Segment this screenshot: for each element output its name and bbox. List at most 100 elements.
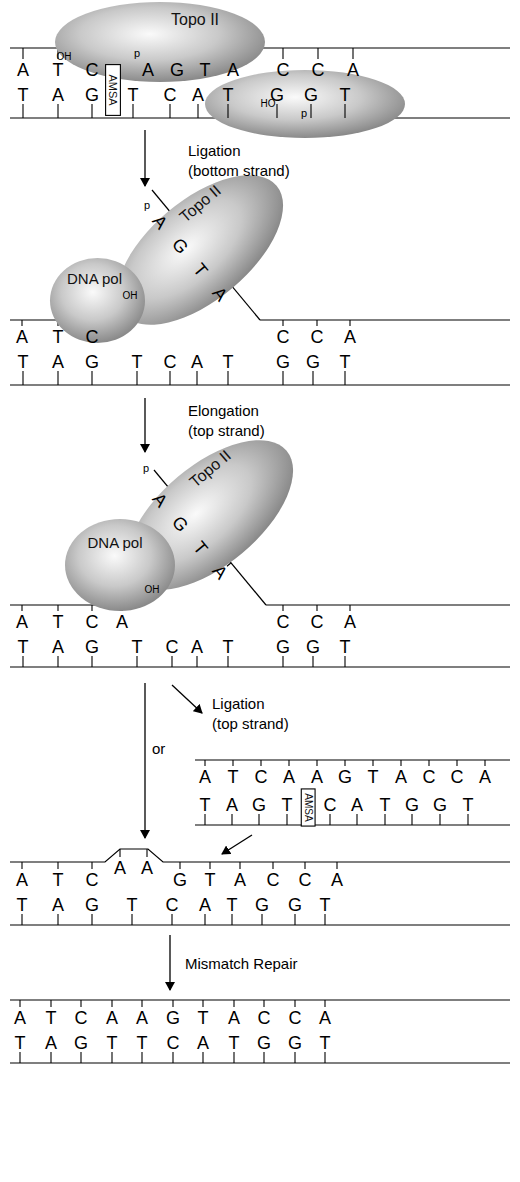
step-label: (bottom strand) — [188, 163, 290, 178]
nucleotide-base: A — [331, 871, 343, 889]
base-tick — [19, 1000, 20, 1007]
nucleotide-base: A — [52, 638, 64, 656]
nucleotide-base: T — [53, 61, 64, 79]
end-group-label: OH — [57, 52, 72, 62]
nucleotide-base: T — [198, 1009, 209, 1027]
nucleotide-base: A — [17, 61, 29, 79]
nucleotide-base: A — [52, 353, 64, 371]
nucleotide-base: G — [173, 871, 187, 889]
node-label: AMSA — [303, 793, 314, 821]
nucleotide-base: G — [276, 353, 290, 371]
nucleotide-base: G — [288, 1034, 302, 1052]
base-tick — [136, 656, 137, 667]
base-tick — [261, 914, 262, 925]
base-tick — [344, 104, 345, 118]
nucleotide-base: T — [228, 768, 239, 786]
base-tick — [288, 760, 289, 766]
base-tick — [141, 1052, 142, 1063]
base-tick — [172, 1000, 173, 1007]
nucleotide-base: A — [479, 768, 491, 786]
nucleotide-base: C — [86, 61, 99, 79]
nucleotide-base: C — [86, 613, 99, 631]
nucleotide-base: A — [191, 638, 203, 656]
nucleotide-base: T — [128, 86, 139, 104]
step-label: Mismatch Repair — [185, 956, 298, 971]
base-tick — [316, 605, 317, 611]
base-tick — [136, 371, 137, 385]
nucleotide-base: T — [223, 638, 234, 656]
nucleotide-base: T — [53, 871, 64, 889]
base-tick — [91, 656, 92, 667]
base-tick — [21, 862, 22, 869]
nucleotide-base: C — [277, 328, 290, 346]
nucleotide-base: C — [299, 871, 312, 889]
node-label: DNA pol — [67, 271, 122, 288]
base-tick — [132, 104, 133, 118]
base-tick — [197, 104, 198, 118]
base-tick — [324, 1000, 325, 1007]
base-tick — [209, 862, 210, 869]
base-tick — [294, 1052, 295, 1063]
base-tick — [272, 862, 273, 869]
base-tick — [50, 1000, 51, 1007]
base-tick — [179, 862, 180, 869]
nucleotide-base: T — [320, 896, 331, 914]
nucleotide-base: T — [200, 796, 211, 814]
base-tick — [400, 760, 401, 766]
nucleotide-base: T — [18, 86, 29, 104]
base-tick — [282, 656, 283, 667]
base-tick — [91, 605, 92, 611]
base-tick — [91, 862, 92, 869]
base-tick — [91, 371, 92, 385]
nucleotide-base: T — [380, 796, 391, 814]
base-tick — [467, 814, 468, 825]
nucleotide-base: A — [234, 871, 246, 889]
base-tick — [349, 320, 350, 326]
nucleotide-base: T — [320, 1034, 331, 1052]
dna-strands — [10, 48, 510, 1063]
nucleotide-base: G — [252, 796, 266, 814]
base-tick — [141, 1000, 142, 1007]
nucleotide-base: G — [170, 61, 184, 79]
nucleotide-base: G — [276, 638, 290, 656]
nucleotide-base: C — [277, 61, 290, 79]
base-tick — [57, 914, 58, 925]
base-tick — [344, 371, 345, 385]
nucleotide-base: T — [127, 896, 138, 914]
nucleotide-base: C — [423, 768, 436, 786]
nucleotide-base: T — [282, 796, 293, 814]
end-group-label: OH — [123, 291, 138, 301]
nucleotide-base: A — [227, 61, 239, 79]
protein-blob — [65, 519, 175, 611]
nucleotide-base: C — [164, 86, 177, 104]
nucleotide-base: A — [347, 61, 359, 79]
base-tick — [111, 1000, 112, 1007]
base-tick — [282, 48, 283, 59]
nucleotide-base: T — [229, 1034, 240, 1052]
step-label: (top strand) — [188, 423, 265, 438]
nucleotide-base: A — [197, 1034, 209, 1052]
base-tick — [239, 862, 240, 869]
base-tick — [312, 656, 313, 667]
base-tick — [294, 914, 295, 925]
amsa-drug: AMSA — [301, 788, 316, 826]
nucleotide-base: A — [199, 768, 211, 786]
base-tick — [80, 1052, 81, 1063]
base-tick — [91, 914, 92, 925]
base-tick — [439, 814, 440, 825]
nucleotide-base: A — [45, 1034, 57, 1052]
nucleotide-base: T — [46, 1009, 57, 1027]
base-tick — [372, 760, 373, 766]
nucleotide-base: G — [306, 353, 320, 371]
base-tick — [91, 104, 92, 118]
base-tick — [227, 104, 228, 118]
nucleotide-base: A — [114, 859, 126, 877]
base-tick — [344, 760, 345, 766]
nucleotide-base: C — [166, 896, 179, 914]
base-tick — [304, 862, 305, 869]
nucleotide-base: G — [85, 896, 99, 914]
nucleotide-base: A — [226, 796, 238, 814]
base-tick — [22, 48, 23, 59]
base-tick — [384, 814, 385, 825]
nucleotide-base: G — [338, 768, 352, 786]
